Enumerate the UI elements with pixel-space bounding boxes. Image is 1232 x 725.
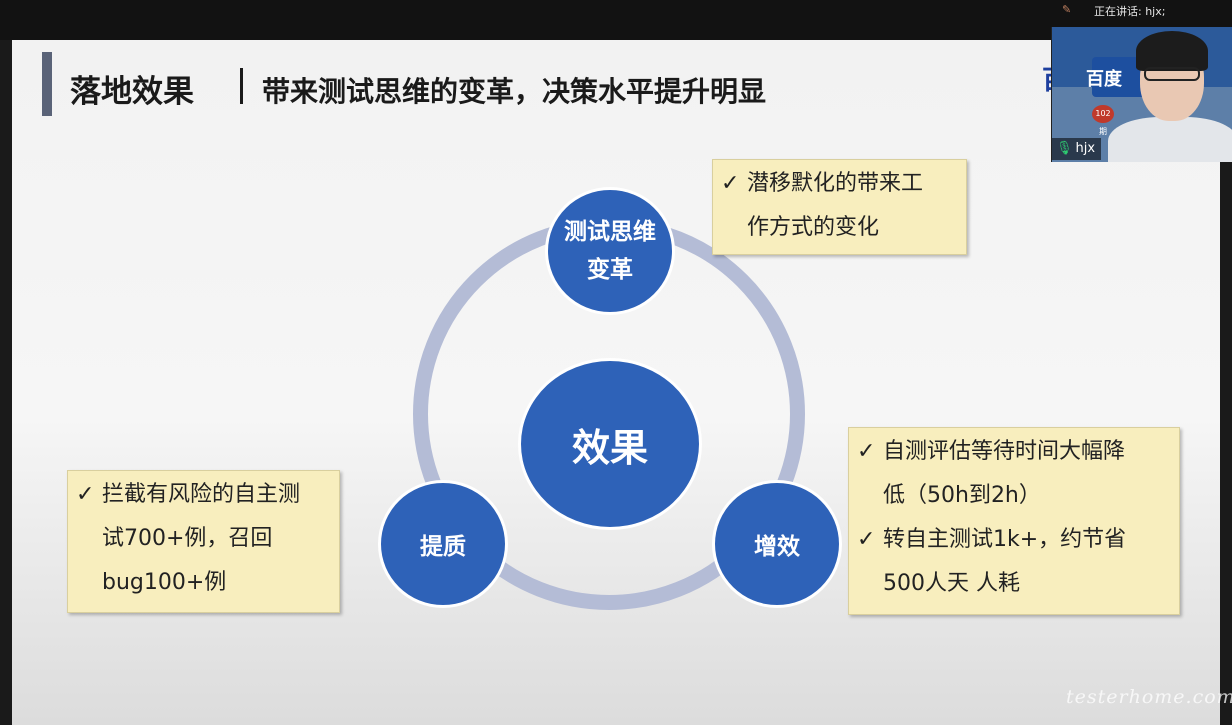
video-badge: 102期: [1092, 105, 1114, 136]
note-text: 试700+例，召回: [102, 526, 273, 551]
video-banner-text: 百度: [1086, 69, 1122, 90]
participant-name-label: 🎙hjx: [1052, 138, 1102, 160]
participant-video-tile[interactable]: 百度 102期 🎙hjx: [1051, 27, 1232, 162]
meeting-top-bar: ✎ 正在讲话: hjx;: [0, 0, 1232, 40]
note-text: 潜移默化的带来工: [747, 171, 924, 196]
note-text: 500人天 人耗: [883, 571, 1020, 596]
check-icon: ✓: [721, 171, 740, 196]
note-text: 自测评估等待时间大幅降: [883, 439, 1126, 464]
speaker-hair: [1136, 31, 1208, 71]
center-circle-effect: 效果: [518, 358, 702, 530]
screen-share-right-margin: [1220, 40, 1232, 725]
speaker-avatar-icon: ✎: [1062, 3, 1072, 16]
note-text: bug100+例: [102, 570, 227, 595]
note-efficiency: ✓ 自测评估等待时间大幅降 低（50h到2h） ✓ 转自主测试1k+，约节省 500…: [848, 427, 1180, 615]
speaker-glasses: [1144, 67, 1200, 81]
note-text: 作方式的变化: [747, 215, 880, 240]
participant-name: hjx: [1075, 141, 1096, 156]
check-icon: ✓: [857, 439, 876, 464]
active-speaker-label: 正在讲话: hjx;: [1094, 5, 1166, 18]
note-mindset: ✓ 潜移默化的带来工 作方式的变化: [712, 159, 967, 255]
screen-share-left-margin: [0, 40, 12, 725]
slide-subtitle: 带来测试思维的变革，决策水平提升明显: [262, 75, 767, 108]
note-text: 转自主测试1k+，约节省: [883, 527, 1127, 552]
title-divider: [240, 68, 243, 104]
note-text: 低（50h到2h）: [883, 483, 1041, 508]
title-accent-bar: [42, 52, 52, 116]
check-icon: ✓: [857, 527, 876, 552]
note-text: 拦截有风险的自主测: [102, 482, 301, 507]
circle-quality: 提质: [378, 480, 508, 608]
check-icon: ✓: [76, 482, 95, 507]
watermark: testerhome.com: [1066, 686, 1232, 708]
microphone-icon: 🎙: [1056, 141, 1073, 156]
circle-efficiency: 增效: [712, 480, 842, 608]
shared-slide: 落地效果 带来测试思维的变革，决策水平提升明显 百 效果 测试思维变革 提质 增…: [12, 40, 1220, 725]
slide-title: 落地效果: [70, 74, 194, 110]
speaker-body: [1108, 117, 1232, 162]
note-quality: ✓ 拦截有风险的自主测 试700+例，召回 bug100+例: [67, 470, 340, 613]
circle-mindset-change: 测试思维变革: [545, 187, 675, 315]
